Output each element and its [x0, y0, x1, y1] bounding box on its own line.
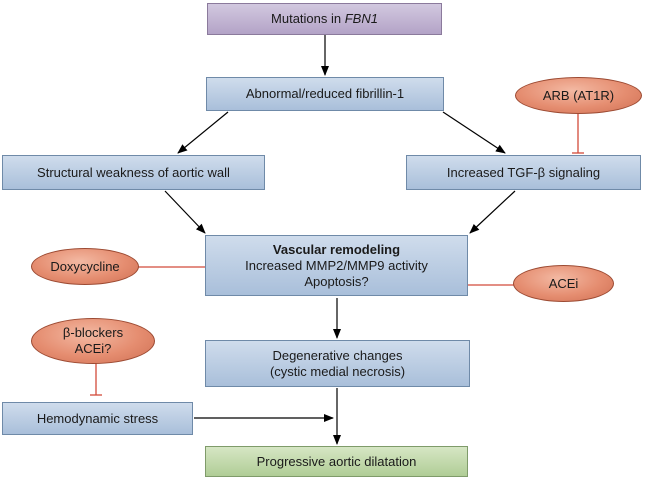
inhibitor-doxycycline: Doxycycline: [31, 248, 139, 285]
inhibitor-acei: ACEi: [513, 265, 614, 302]
node-fibrillin-label: Abnormal/reduced fibrillin-1: [245, 86, 405, 101]
node-tgf-signaling: Increased TGF-β signaling: [406, 155, 641, 190]
inhibitor-beta-blockers: β-blockers ACEi?: [31, 318, 155, 364]
node-vascular-remodeling-line2: Apoptosis?: [304, 273, 369, 289]
node-degenerative-line1: Degenerative changes: [272, 347, 403, 363]
inhibitor-acei-label: ACEi: [548, 275, 579, 291]
node-degenerative-line2: (cystic medial necrosis): [269, 363, 406, 379]
arrow-fibrillin-to-tgf: [442, 111, 506, 154]
node-mutations-gene: FBN1: [344, 11, 378, 26]
node-degenerative-changes: Degenerative changes (cystic medial necr…: [205, 340, 470, 387]
inhibitor-beta-blockers-line1: β-blockers: [62, 325, 124, 340]
node-aortic-dilatation: Progressive aortic dilatation: [205, 446, 468, 477]
node-vascular-remodeling-title: Vascular remodeling: [272, 241, 401, 257]
node-hemodynamic-stress-label: Hemodynamic stress: [36, 410, 159, 426]
inhibitor-beta-blockers-line2: ACEi?: [74, 341, 112, 356]
inhibitor-arb-label: ARB (AT1R): [542, 87, 615, 103]
node-mutations-prefix: Mutations in: [271, 11, 345, 26]
node-structural-weakness: Structural weakness of aortic wall: [2, 155, 265, 190]
node-aortic-dilatation-label: Progressive aortic dilatation: [256, 453, 417, 469]
node-vascular-remodeling: Vascular remodeling Increased MMP2/MMP9 …: [205, 235, 468, 296]
node-fibrillin: Abnormal/reduced fibrillin-1: [206, 77, 444, 111]
arrow-tgf-to-remodeling: [469, 190, 516, 234]
arrow-structural-to-remodeling: [164, 190, 206, 234]
arrow-fibrillin-to-structural: [177, 111, 229, 154]
inhibitor-arb: ARB (AT1R): [515, 77, 642, 114]
node-vascular-remodeling-line1: Increased MMP2/MMP9 activity: [245, 257, 428, 273]
inhibitor-doxycycline-label: Doxycycline: [50, 258, 120, 274]
node-tgf-signaling-label: Increased TGF-β signaling: [446, 164, 601, 180]
node-mutations: Mutations in FBN1: [207, 3, 442, 35]
node-structural-weakness-label: Structural weakness of aortic wall: [37, 164, 230, 180]
node-hemodynamic-stress: Hemodynamic stress: [2, 402, 193, 435]
